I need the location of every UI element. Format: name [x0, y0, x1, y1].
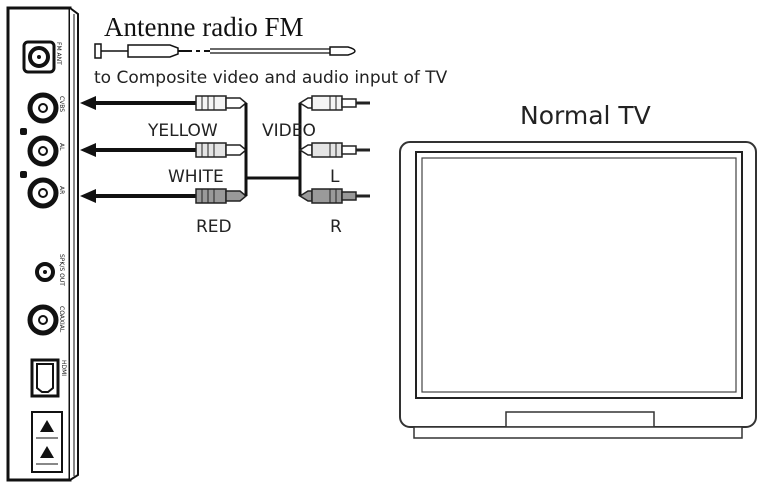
cable-red-right [298, 188, 370, 204]
tv-illustration: Normal TV [399, 101, 757, 439]
av-cable-bundle: YELLOW VIDEO WHITE L RED R [80, 95, 370, 237]
fm-ant-jack [22, 40, 56, 74]
cvbs-jack [27, 92, 59, 124]
indicator-dot [20, 128, 27, 135]
audio-r-jack [27, 177, 59, 209]
hdmi-port [30, 358, 60, 398]
cable-red-left [80, 188, 248, 204]
right-cable-label: R [330, 217, 342, 237]
audio-l-label: AL [58, 143, 65, 151]
spdif-label: SPK/S OUT [58, 254, 65, 286]
spdif-jack [35, 262, 55, 282]
coaxial-jack [27, 304, 59, 336]
warning-label-plate [31, 411, 63, 473]
hdmi-label: HDMI [60, 360, 67, 376]
tv-label: Normal TV [520, 101, 651, 130]
red-cable-label: RED [196, 217, 232, 237]
video-cable-label: VIDEO [262, 121, 316, 141]
cable-white-right [298, 142, 370, 158]
audio-l-jack [27, 135, 59, 167]
yellow-cable-label: YELLOW [147, 121, 218, 141]
cable-yellow-left [80, 95, 248, 111]
cable-yellow-right [298, 95, 370, 111]
antenna-title: Antenne radio FM [104, 12, 303, 42]
device-side-panel: FM ANT CVBS AL AR SPK/S OUT [6, 6, 79, 482]
fm-antenna: Antenne radio FM [94, 12, 356, 59]
cvbs-label: CVBS [58, 96, 65, 112]
coaxial-label: COAXIAL [58, 306, 65, 333]
connection-caption: to Composite video and audio input of TV [94, 68, 448, 88]
left-cable-label: L [330, 167, 340, 187]
fm-ant-label: FM ANT [55, 42, 62, 65]
white-cable-label: WHITE [168, 167, 224, 187]
cable-white-left [80, 142, 248, 158]
audio-r-label: AR [58, 186, 65, 194]
indicator-dot [20, 171, 27, 178]
